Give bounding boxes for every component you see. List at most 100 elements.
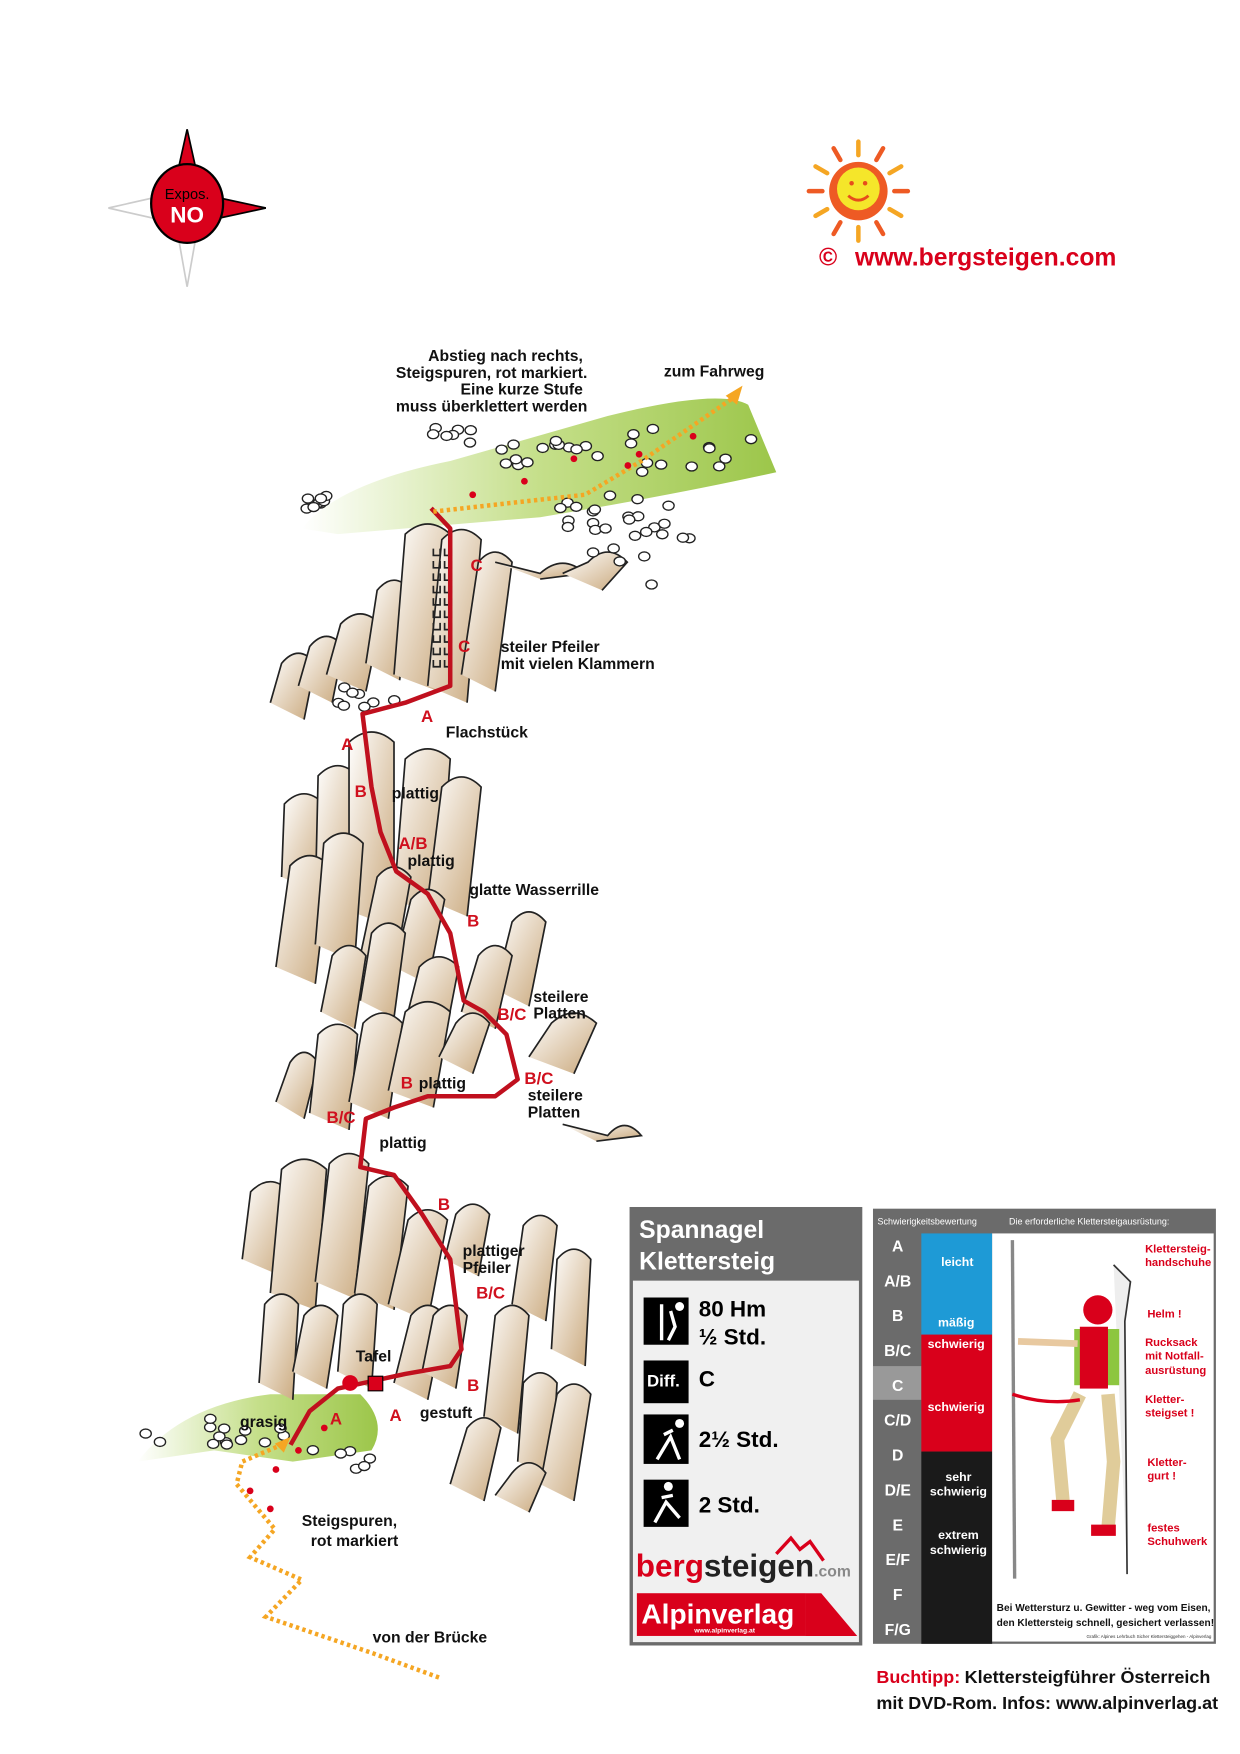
grade-scale-item: A/B — [884, 1273, 911, 1290]
scree-stone — [613, 556, 627, 567]
selected-grade-highlight — [872, 1366, 922, 1400]
rock-spire — [460, 551, 513, 692]
rock-spire — [494, 1461, 547, 1513]
difficulty-value: C — [699, 1366, 715, 1391]
scree-stone — [586, 547, 600, 558]
grade-scale-item: B — [892, 1308, 903, 1325]
route-line — [288, 506, 520, 1446]
scree-stone — [588, 504, 602, 515]
equipment-label: festes — [1147, 1522, 1179, 1534]
board-label: Tafel — [356, 1349, 392, 1366]
category-label: schwierig — [928, 1400, 985, 1414]
scree-stone — [463, 437, 477, 448]
scree-stone — [426, 429, 440, 440]
scree-stone — [213, 1431, 226, 1442]
scree-stone — [561, 521, 575, 533]
scree-stone — [346, 687, 359, 698]
descent-time: 2 Std. — [699, 1492, 760, 1517]
grade-label: B/C — [524, 1069, 553, 1088]
diff-label: Diff. — [647, 1371, 680, 1390]
rock-spire — [291, 1304, 339, 1389]
mountain-logo-icon — [775, 1535, 825, 1562]
alpinverlag-logo[interactable]: Alpinverlag — [641, 1599, 794, 1630]
alpinverlag-url: www.alpinverlag.at — [693, 1628, 756, 1635]
scree-stone — [676, 532, 690, 543]
steep-slabs-label: Platten — [533, 1006, 585, 1023]
scree-stone — [744, 433, 758, 445]
arrow-icon — [725, 385, 743, 405]
category-label: sehr — [945, 1470, 971, 1484]
grade-scale-item: B/C — [884, 1343, 911, 1360]
slabby-pillar-label: Pfeiler — [463, 1260, 511, 1277]
grade-scale-item: D — [892, 1448, 903, 1465]
grade-scale-item: C/D — [884, 1413, 911, 1430]
book-tip-info[interactable]: mit DVD-Rom. Infos: www.alpinverlag.at — [876, 1693, 1218, 1713]
scree-stone — [234, 1434, 248, 1446]
grade-label: A/B — [399, 834, 428, 853]
summit-plateau — [301, 398, 777, 535]
category-label: extrem — [938, 1528, 979, 1542]
approach-label: Steigspuren, — [302, 1513, 397, 1530]
scree-stone — [656, 529, 669, 540]
grade-scale-item: A — [892, 1238, 903, 1255]
route-info-box: Spannagel Klettersteig 80 Hm ½ Std. Diff… — [629, 1206, 863, 1646]
rock-spire — [426, 776, 483, 917]
equipment-label: mit Notfall- — [1145, 1350, 1204, 1362]
grade-label: B — [401, 1073, 413, 1092]
scree-stone — [603, 490, 617, 501]
scree-stone — [509, 454, 523, 465]
scree-stone — [635, 466, 649, 477]
scree-stone — [591, 450, 604, 462]
grade-scale-item: F/G — [885, 1622, 911, 1639]
scree-stone — [238, 1425, 252, 1436]
copyright-url[interactable]: www.bergsteigen.com — [854, 244, 1116, 271]
book-tip: Buchtipp:Klettersteigführer Österreich — [876, 1667, 1210, 1687]
equipment-label: steigset ! — [1145, 1408, 1194, 1420]
legend-header: Schwierigkeitsbewertung — [877, 1216, 976, 1226]
grade-scale-item: D/E — [885, 1482, 911, 1499]
steep-slabs-label: steilere — [533, 989, 588, 1006]
grade-label: B — [355, 782, 367, 801]
equipment-label: handschuhe — [1145, 1257, 1211, 1269]
grade-label: B/C — [476, 1284, 505, 1303]
rock-spire — [269, 1158, 328, 1310]
scree-stone — [645, 579, 658, 590]
scree-stone — [712, 461, 726, 472]
equipment-label: Schuhwerk — [1147, 1536, 1208, 1548]
scree-stone — [637, 551, 651, 562]
board-icon — [367, 1375, 384, 1392]
difficulty-legend: Schwierigkeitsbewertung Die erforderlich… — [872, 1208, 1216, 1644]
to-road-label: zum Fahrweg — [664, 364, 765, 381]
scree-stone — [703, 443, 716, 454]
scree-stone — [440, 430, 453, 442]
scree-stone — [338, 682, 351, 693]
category-label: schwierig — [930, 1543, 987, 1557]
scree-stone — [549, 435, 563, 447]
scree-stone — [719, 453, 732, 464]
scree-stone — [646, 423, 660, 435]
slabby-label: plattig — [392, 785, 439, 802]
grade-scale-item: F — [893, 1587, 903, 1604]
grassy-label: grasig — [240, 1414, 287, 1431]
rock-spire — [387, 1208, 449, 1322]
scree-stone — [358, 701, 371, 712]
climb-time: ½ Std. — [699, 1325, 766, 1350]
start-meadow — [137, 1394, 378, 1462]
scree-stone — [654, 459, 668, 470]
scree-stone — [306, 1444, 320, 1456]
scree-stone — [334, 1448, 348, 1459]
scree-stone — [217, 1423, 231, 1434]
grade-scale-item: C — [892, 1378, 903, 1395]
rock-spire — [308, 1023, 359, 1131]
descent-note: Abstieg nach rechts, — [428, 348, 583, 365]
credit-text: Grafik: Alpines Lehrbuch Sicher Kletters… — [1087, 1634, 1212, 1639]
scree-stone — [599, 523, 612, 534]
category-label: leicht — [941, 1255, 973, 1269]
scree-stone — [363, 1453, 377, 1464]
approach-label: rot markiert — [311, 1533, 399, 1550]
scree-stone — [220, 1439, 234, 1450]
bergsteigen-logo[interactable]: bergsteigen.com — [636, 1548, 851, 1583]
slabby-label: plattig — [419, 1075, 466, 1092]
scree-stone — [569, 501, 583, 512]
category-label: schwierig — [928, 1337, 985, 1351]
